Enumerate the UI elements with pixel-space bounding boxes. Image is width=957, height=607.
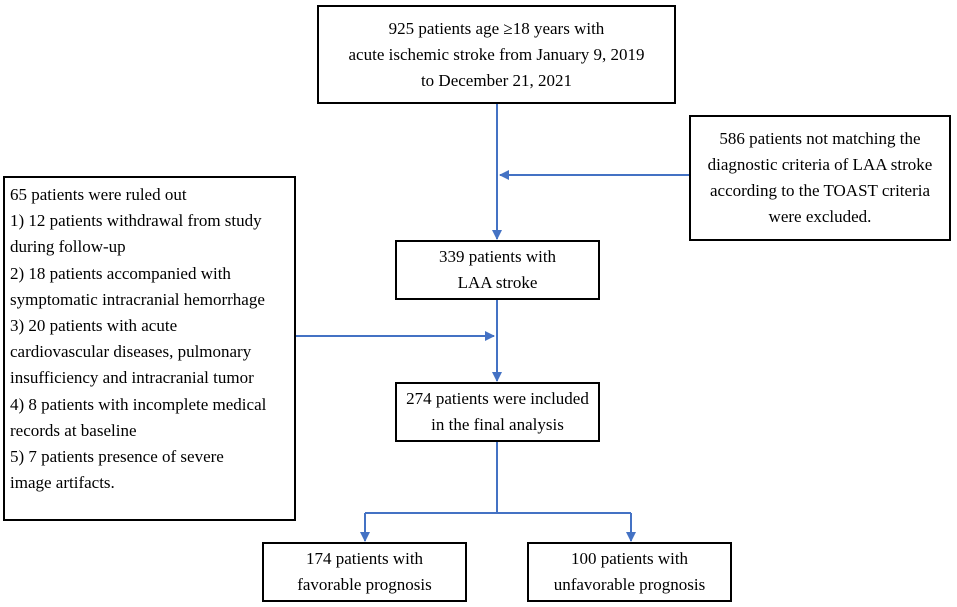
laa-line-2: LAA stroke bbox=[457, 273, 538, 292]
ruled-out-line-2: 1) 12 patients withdrawal from study bbox=[10, 211, 262, 231]
ruled-out-line-1: 65 patients were ruled out bbox=[10, 185, 187, 204]
enrollment-line-3: to December 21, 2021 bbox=[420, 70, 573, 90]
unfavorable-line-2: unfavorable prognosis bbox=[553, 575, 706, 594]
laa-line-1: 339 patients with bbox=[438, 247, 557, 266]
ruled-out-line-11: 5) 7 patients presence of severe bbox=[10, 447, 224, 467]
unfavorable-line-1: 100 patients with bbox=[570, 549, 689, 568]
included-line-1: 274 patients were included bbox=[406, 389, 589, 408]
favorable-prognosis-box: 174 patients with favorable prognosis bbox=[262, 542, 467, 602]
ruled-out-line-4: 2) 18 patients accompanied with bbox=[10, 263, 231, 283]
ruled-out-line-10: records at baseline bbox=[10, 420, 137, 440]
ruled-out-line-5: symptomatic intracranial hemorrhage bbox=[10, 289, 265, 309]
enrollment-line-2: acute ischemic stroke from January 9, 20… bbox=[348, 44, 645, 64]
excluded-box: 586 patients not matching the diagnostic… bbox=[689, 115, 951, 241]
excluded-line-4: were excluded. bbox=[768, 207, 872, 226]
included-box: 274 patients were included in the final … bbox=[395, 382, 600, 442]
enrollment-box: 925 patients age ≥18 years with acute is… bbox=[317, 5, 676, 104]
excluded-line-1: 586 patients not matching the bbox=[719, 129, 921, 148]
unfavorable-prognosis-box: 100 patients with unfavorable prognosis bbox=[527, 542, 732, 602]
ruled-out-box: 65 patients were ruled out 1) 12 patient… bbox=[3, 176, 296, 521]
laa-stroke-box: 339 patients with LAA stroke bbox=[395, 240, 600, 300]
enrollment-line-1: 925 patients age ≥18 years with bbox=[388, 18, 605, 38]
ruled-out-line-8: insufficiency and intracranial tumor bbox=[10, 368, 254, 388]
ruled-out-line-3: during follow-up bbox=[10, 237, 126, 257]
favorable-line-1: 174 patients with bbox=[305, 549, 424, 568]
excluded-line-2: diagnostic criteria of LAA stroke bbox=[707, 155, 933, 174]
ruled-out-line-7: cardiovascular diseases, pulmonary bbox=[10, 342, 252, 362]
included-line-2: in the final analysis bbox=[431, 415, 564, 434]
excluded-line-3: according to the TOAST criteria bbox=[710, 181, 930, 200]
ruled-out-line-9: 4) 8 patients with incomplete medical bbox=[10, 394, 267, 414]
ruled-out-line-12: image artifacts. bbox=[10, 473, 115, 493]
ruled-out-line-6: 3) 20 patients with acute bbox=[10, 316, 178, 336]
favorable-line-2: favorable prognosis bbox=[297, 575, 432, 594]
